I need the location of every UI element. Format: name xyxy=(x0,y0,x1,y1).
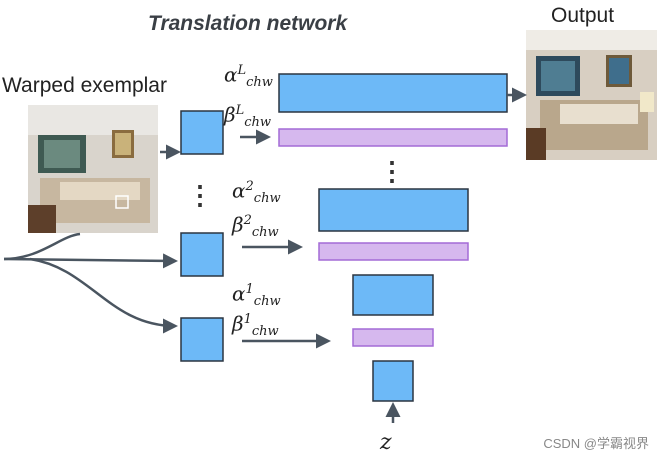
beta-1-label: β1chw xyxy=(232,311,279,340)
arrows xyxy=(3,87,527,423)
watermark: CSDN @学霸视界 xyxy=(543,436,649,451)
encoder-block-top xyxy=(180,110,224,155)
diagram-title: Translation network xyxy=(148,12,348,35)
warped-exemplar-label: Warped exemplar xyxy=(2,74,167,97)
beta-L-label: βLchw xyxy=(224,102,271,131)
warped-exemplar-image xyxy=(28,105,158,233)
beta-2-label: β2chw xyxy=(232,212,279,241)
generator-block-0 xyxy=(372,360,414,402)
generator-block-2 xyxy=(318,188,469,232)
output-label: Output xyxy=(551,4,615,27)
norm-bar-L xyxy=(278,128,508,147)
norm-bar-2 xyxy=(318,242,469,261)
encoder-block-middle xyxy=(180,232,224,277)
alpha-L-label: αLchw xyxy=(224,62,273,91)
generator-block-L xyxy=(278,73,508,113)
alpha-2-label: α2chw xyxy=(232,178,281,207)
generator-ellipsis: ⋮ xyxy=(379,156,405,186)
alpha-1-label: α1chw xyxy=(232,281,281,310)
latent-z-label: z xyxy=(380,430,392,455)
norm-bar-1 xyxy=(352,328,434,347)
generator-block-1 xyxy=(352,274,434,316)
encoder-block-bottom xyxy=(180,317,224,362)
encoder-ellipsis: ⋮ xyxy=(187,180,213,210)
output-image xyxy=(526,30,657,160)
